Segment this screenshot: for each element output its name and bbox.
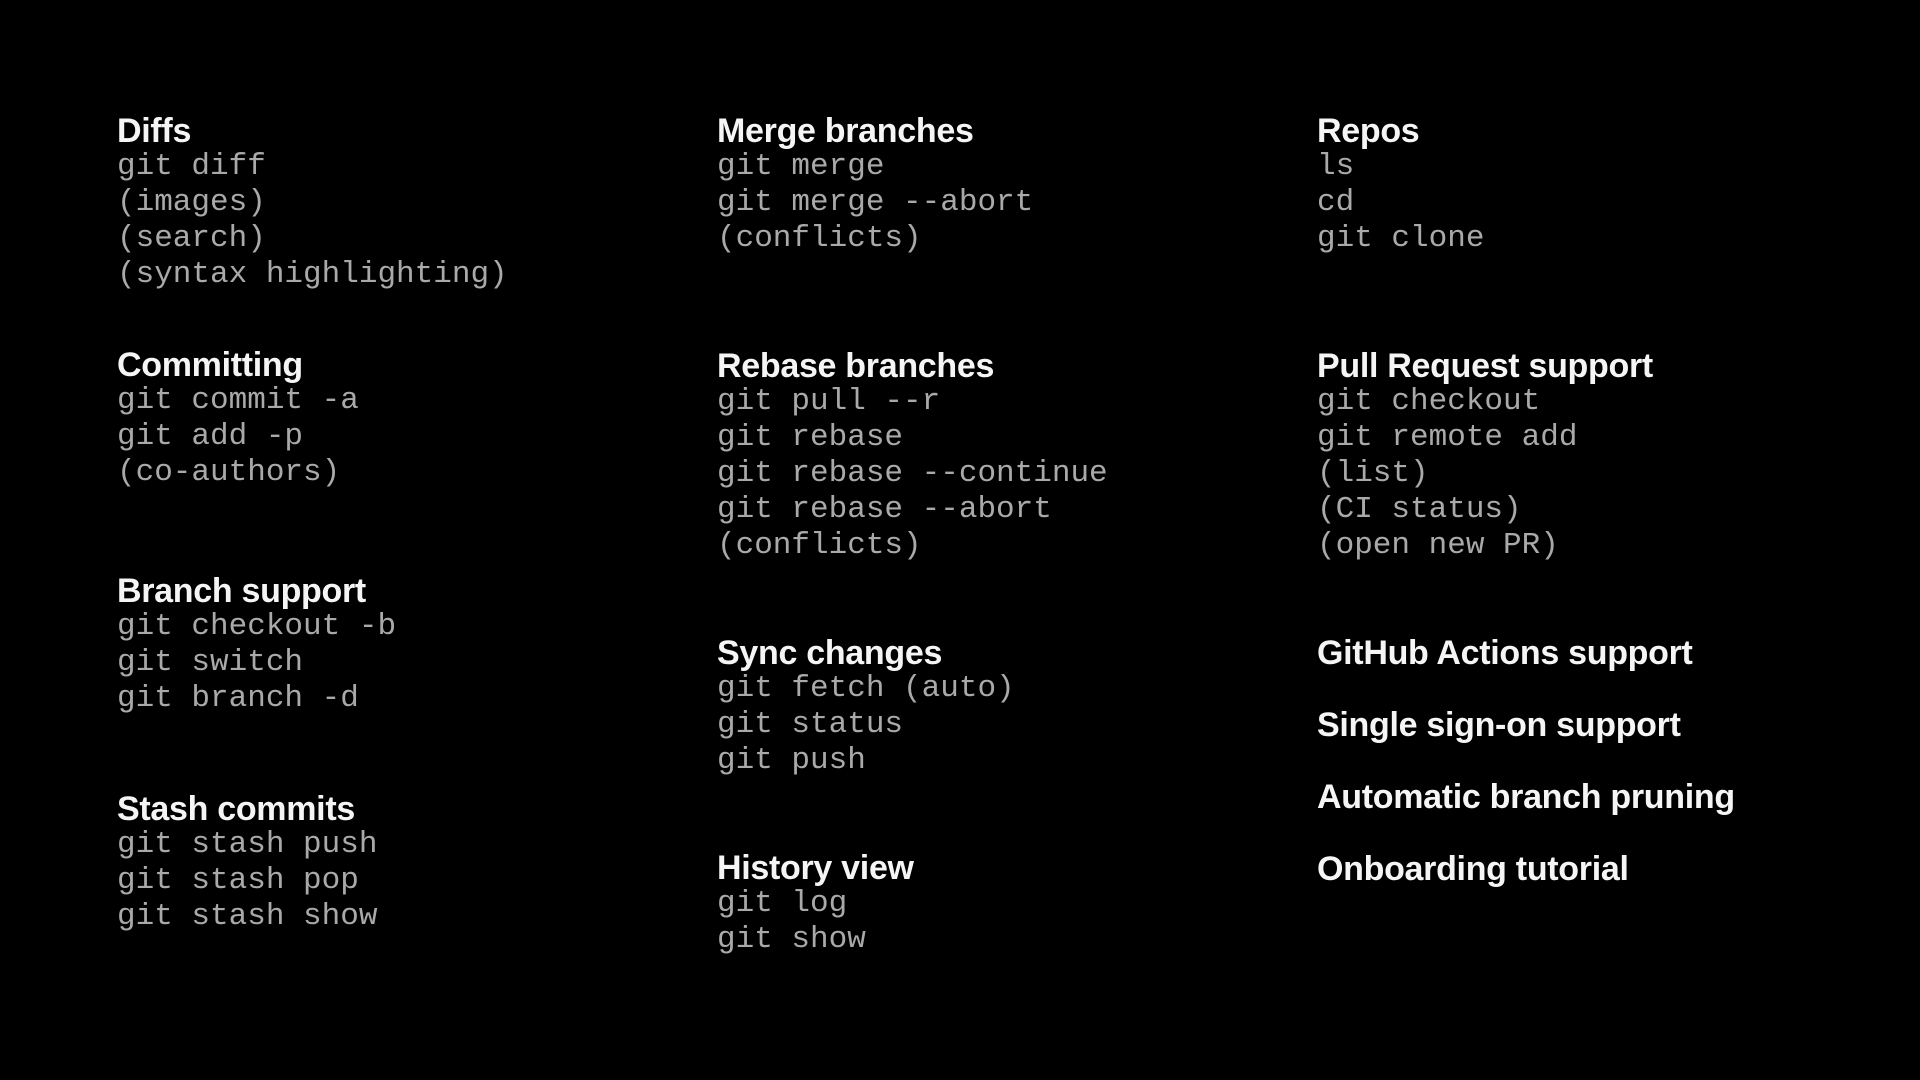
section-title: Branch support — [117, 572, 366, 610]
command-line: git add -p — [117, 419, 304, 454]
section-history-view: History view git log git show — [717, 848, 914, 958]
section-github-actions-support: GitHub Actions support — [1317, 633, 1693, 673]
section-title: Pull Request support — [1317, 347, 1653, 385]
section-committing: Committing git commit -a git add -p (co-… — [117, 345, 359, 491]
command-line: git checkout — [1317, 384, 1541, 419]
section-title: Diffs — [117, 112, 192, 150]
command-line: git checkout -b — [117, 609, 397, 644]
section-title: Rebase branches — [717, 347, 995, 385]
command-line: (conflicts) — [717, 221, 922, 256]
command-line: git pull --r — [717, 384, 941, 419]
command-line: git diff — [117, 149, 266, 184]
section-title: Repos — [1317, 112, 1420, 150]
section-title: Stash commits — [117, 790, 355, 828]
section-automatic-branch-pruning: Automatic branch pruning — [1317, 777, 1735, 817]
command-line: git stash push — [117, 827, 378, 862]
command-line: (images) — [117, 185, 266, 220]
section-pull-request-support: Pull Request support git checkout git re… — [1317, 346, 1653, 564]
command-line: git push — [717, 743, 866, 778]
section-title: History view — [717, 849, 914, 887]
section-single-sign-on-support: Single sign-on support — [1317, 705, 1681, 745]
section-title: Onboarding tutorial — [1317, 850, 1629, 888]
command-line: (conflicts) — [717, 528, 922, 563]
command-line: (CI status) — [1317, 492, 1522, 527]
section-merge-branches: Merge branches git merge git merge --abo… — [717, 111, 1033, 257]
section-title: Committing — [117, 346, 303, 384]
section-stash-commits: Stash commits git stash push git stash p… — [117, 789, 377, 935]
command-line: (list) — [1317, 456, 1429, 491]
command-line: git merge --abort — [717, 185, 1034, 220]
command-line: cd — [1317, 185, 1355, 220]
section-title: GitHub Actions support — [1317, 634, 1693, 672]
command-line: git switch — [117, 645, 304, 680]
command-line: (open new PR) — [1317, 528, 1559, 563]
section-branch-support: Branch support git checkout -b git switc… — [117, 571, 396, 717]
command-line: git branch -d — [117, 681, 359, 716]
command-line: git merge — [717, 149, 885, 184]
command-line: (syntax highlighting) — [117, 257, 508, 292]
command-line: git log — [717, 886, 848, 921]
section-title: Sync changes — [717, 634, 943, 672]
command-line: git fetch (auto) — [717, 671, 1015, 706]
command-line: git rebase --abort — [717, 492, 1052, 527]
command-line: git commit -a — [117, 383, 359, 418]
section-repos: Repos ls cd git clone — [1317, 111, 1484, 257]
command-line: (search) — [117, 221, 266, 256]
command-line: (co-authors) — [117, 455, 341, 490]
command-line: git rebase --continue — [717, 456, 1108, 491]
section-sync-changes: Sync changes git fetch (auto) git status… — [717, 633, 1015, 779]
section-diffs: Diffs git diff (images) (search) (syntax… — [117, 111, 508, 293]
command-line: git remote add — [1317, 420, 1578, 455]
command-line: git stash show — [117, 899, 378, 934]
section-rebase-branches: Rebase branches git pull --r git rebase … — [717, 346, 1108, 564]
command-line: git rebase — [717, 420, 904, 455]
section-title: Merge branches — [717, 112, 974, 150]
command-line: git status — [717, 707, 904, 742]
command-line: ls — [1317, 149, 1355, 184]
section-title: Automatic branch pruning — [1317, 778, 1735, 816]
command-line: git clone — [1317, 221, 1485, 256]
section-onboarding-tutorial: Onboarding tutorial — [1317, 849, 1629, 889]
command-line: git stash pop — [117, 863, 359, 898]
section-title: Single sign-on support — [1317, 706, 1681, 744]
command-line: git show — [717, 922, 866, 957]
